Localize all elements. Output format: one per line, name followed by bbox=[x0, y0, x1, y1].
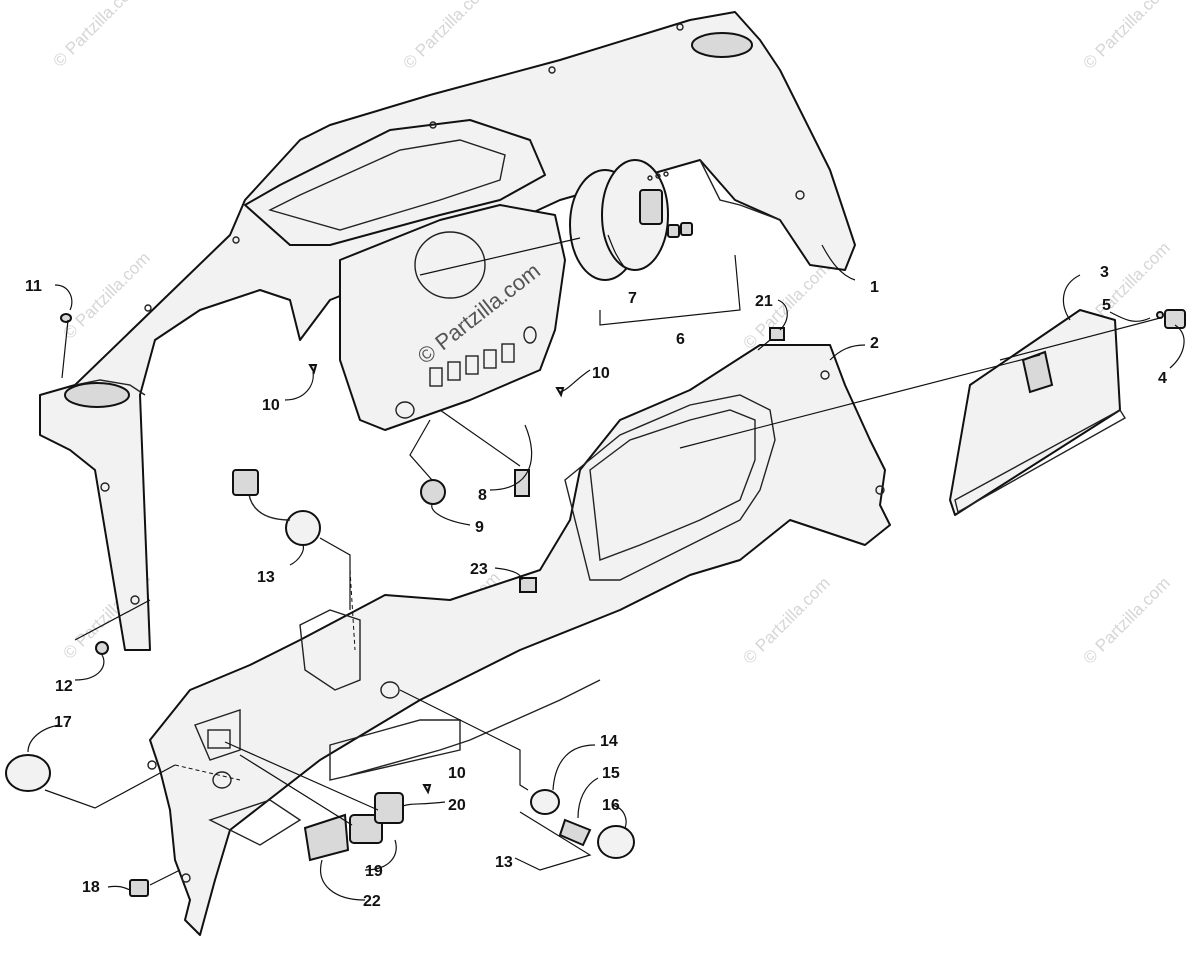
watermark: © Partzilla.com bbox=[739, 258, 833, 352]
part-5-screw bbox=[1156, 311, 1164, 319]
callout-label: 10 bbox=[262, 397, 280, 414]
part-10-screw bbox=[422, 784, 432, 795]
callout-label: 20 bbox=[448, 797, 466, 814]
callout-label: 22 bbox=[363, 893, 381, 910]
callout-label: 15 bbox=[602, 765, 620, 782]
callout-label: 23 bbox=[470, 561, 488, 578]
callout-label: 13 bbox=[257, 569, 275, 586]
part-7-gauge bbox=[569, 159, 693, 281]
part-11-fastener bbox=[60, 313, 72, 323]
callout-label: 5 bbox=[1102, 297, 1111, 314]
part-22-decal bbox=[303, 813, 350, 862]
part-18-clip bbox=[129, 879, 149, 897]
part-19-switch bbox=[349, 814, 383, 844]
part-3-glove-box-door bbox=[949, 309, 1126, 516]
callout-label: 19 bbox=[365, 863, 383, 880]
watermark: © Partzilla.com bbox=[399, 0, 493, 73]
part-4-latch bbox=[1164, 309, 1186, 329]
callout-label: 3 bbox=[1100, 264, 1109, 281]
callout-label: 7 bbox=[628, 290, 637, 307]
callout-label: 11 bbox=[25, 278, 42, 295]
part-14-ring bbox=[530, 789, 560, 815]
callout-label: 1 bbox=[870, 279, 879, 296]
watermark: © Partzilla.com bbox=[49, 0, 143, 71]
callout-labels: 1 2 3 4 5 6 7 8 9 10 10 10 11 12 13 13 1… bbox=[25, 264, 1167, 910]
callout-label: 10 bbox=[592, 365, 610, 382]
callout-label: 8 bbox=[478, 487, 487, 504]
callout-label: 10 bbox=[448, 765, 466, 782]
watermark: © Partzilla.com bbox=[739, 573, 833, 667]
callout-label: 14 bbox=[600, 733, 618, 750]
callout-label: 16 bbox=[602, 797, 620, 814]
dashed-guide bbox=[349, 569, 356, 651]
callout-label: 9 bbox=[475, 519, 484, 536]
callout-label: 12 bbox=[55, 678, 73, 695]
part-8-switch-blank bbox=[514, 469, 530, 497]
switch-slots bbox=[429, 343, 515, 387]
watermark: © Partzilla.com bbox=[1079, 573, 1173, 667]
leader-lines bbox=[27, 234, 1185, 901]
part-21-clip bbox=[769, 327, 785, 341]
callout-label: 17 bbox=[54, 714, 72, 731]
part-2-lower-dash bbox=[147, 344, 891, 936]
part-17-switch bbox=[5, 754, 51, 792]
callout-label: 6 bbox=[676, 331, 685, 348]
watermark: © Partzilla.com bbox=[1079, 0, 1173, 73]
part-10-screw bbox=[308, 364, 318, 375]
part-15-key bbox=[558, 818, 592, 847]
part-13-outlet-assembly bbox=[285, 510, 321, 546]
callout-label: 18 bbox=[82, 879, 100, 896]
callout-label: 2 bbox=[870, 335, 879, 352]
part-16-cap bbox=[597, 825, 635, 859]
part-23-clip bbox=[519, 577, 537, 593]
part-20-switch bbox=[374, 792, 404, 824]
callout-label: 4 bbox=[1158, 370, 1167, 387]
part-9-power-outlet bbox=[420, 479, 446, 505]
callout-label: 13 bbox=[495, 854, 513, 871]
callout-label: 21 bbox=[755, 293, 773, 310]
small-parts bbox=[5, 309, 1186, 897]
part-12-nut bbox=[95, 641, 109, 655]
